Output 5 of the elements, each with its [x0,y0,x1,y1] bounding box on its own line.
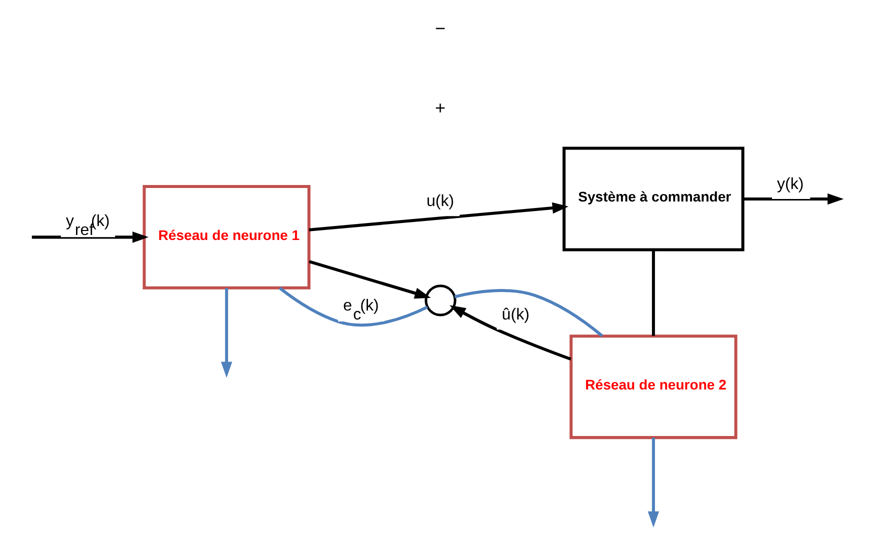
edge-label: y(k) [776,174,804,193]
label: − [435,18,446,39]
label: + [435,98,446,118]
edge-label: u(k) [426,192,454,210]
edge-label: û(k) [502,305,530,324]
